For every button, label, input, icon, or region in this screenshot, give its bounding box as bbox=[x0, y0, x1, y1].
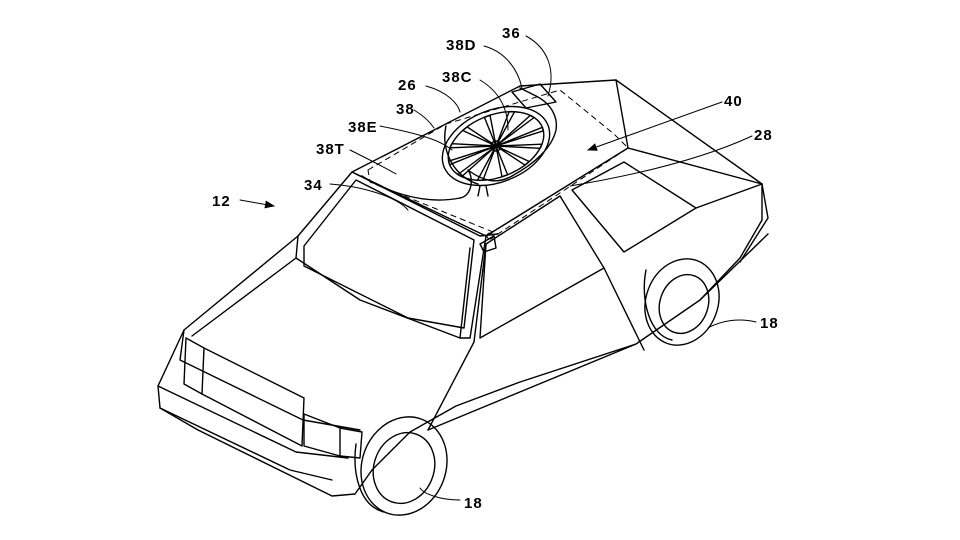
fan-blades bbox=[449, 112, 544, 181]
car-body bbox=[158, 80, 768, 496]
label-18-rear: 18 bbox=[760, 315, 779, 332]
label-28: 28 bbox=[754, 127, 773, 144]
label-38c: 38C bbox=[442, 69, 473, 86]
fan-blade bbox=[496, 127, 543, 146]
leader-lines bbox=[240, 36, 756, 500]
label-36: 36 bbox=[502, 25, 521, 42]
label-34: 34 bbox=[304, 177, 323, 194]
label-12: 12 bbox=[212, 193, 231, 210]
fan-blade bbox=[496, 146, 529, 165]
label-38: 38 bbox=[396, 101, 415, 118]
label-40: 40 bbox=[724, 93, 743, 110]
fan-blade bbox=[450, 144, 496, 148]
label-38d: 38D bbox=[446, 37, 477, 54]
label-26: 26 bbox=[398, 77, 417, 94]
fan-blade bbox=[449, 146, 496, 165]
fan-blade bbox=[496, 144, 542, 148]
label-18-front: 18 bbox=[464, 495, 483, 512]
rear-wheel bbox=[633, 248, 731, 355]
label-38t: 38T bbox=[316, 141, 345, 158]
fan-blade bbox=[463, 127, 496, 146]
label-38e: 38E bbox=[348, 119, 378, 136]
